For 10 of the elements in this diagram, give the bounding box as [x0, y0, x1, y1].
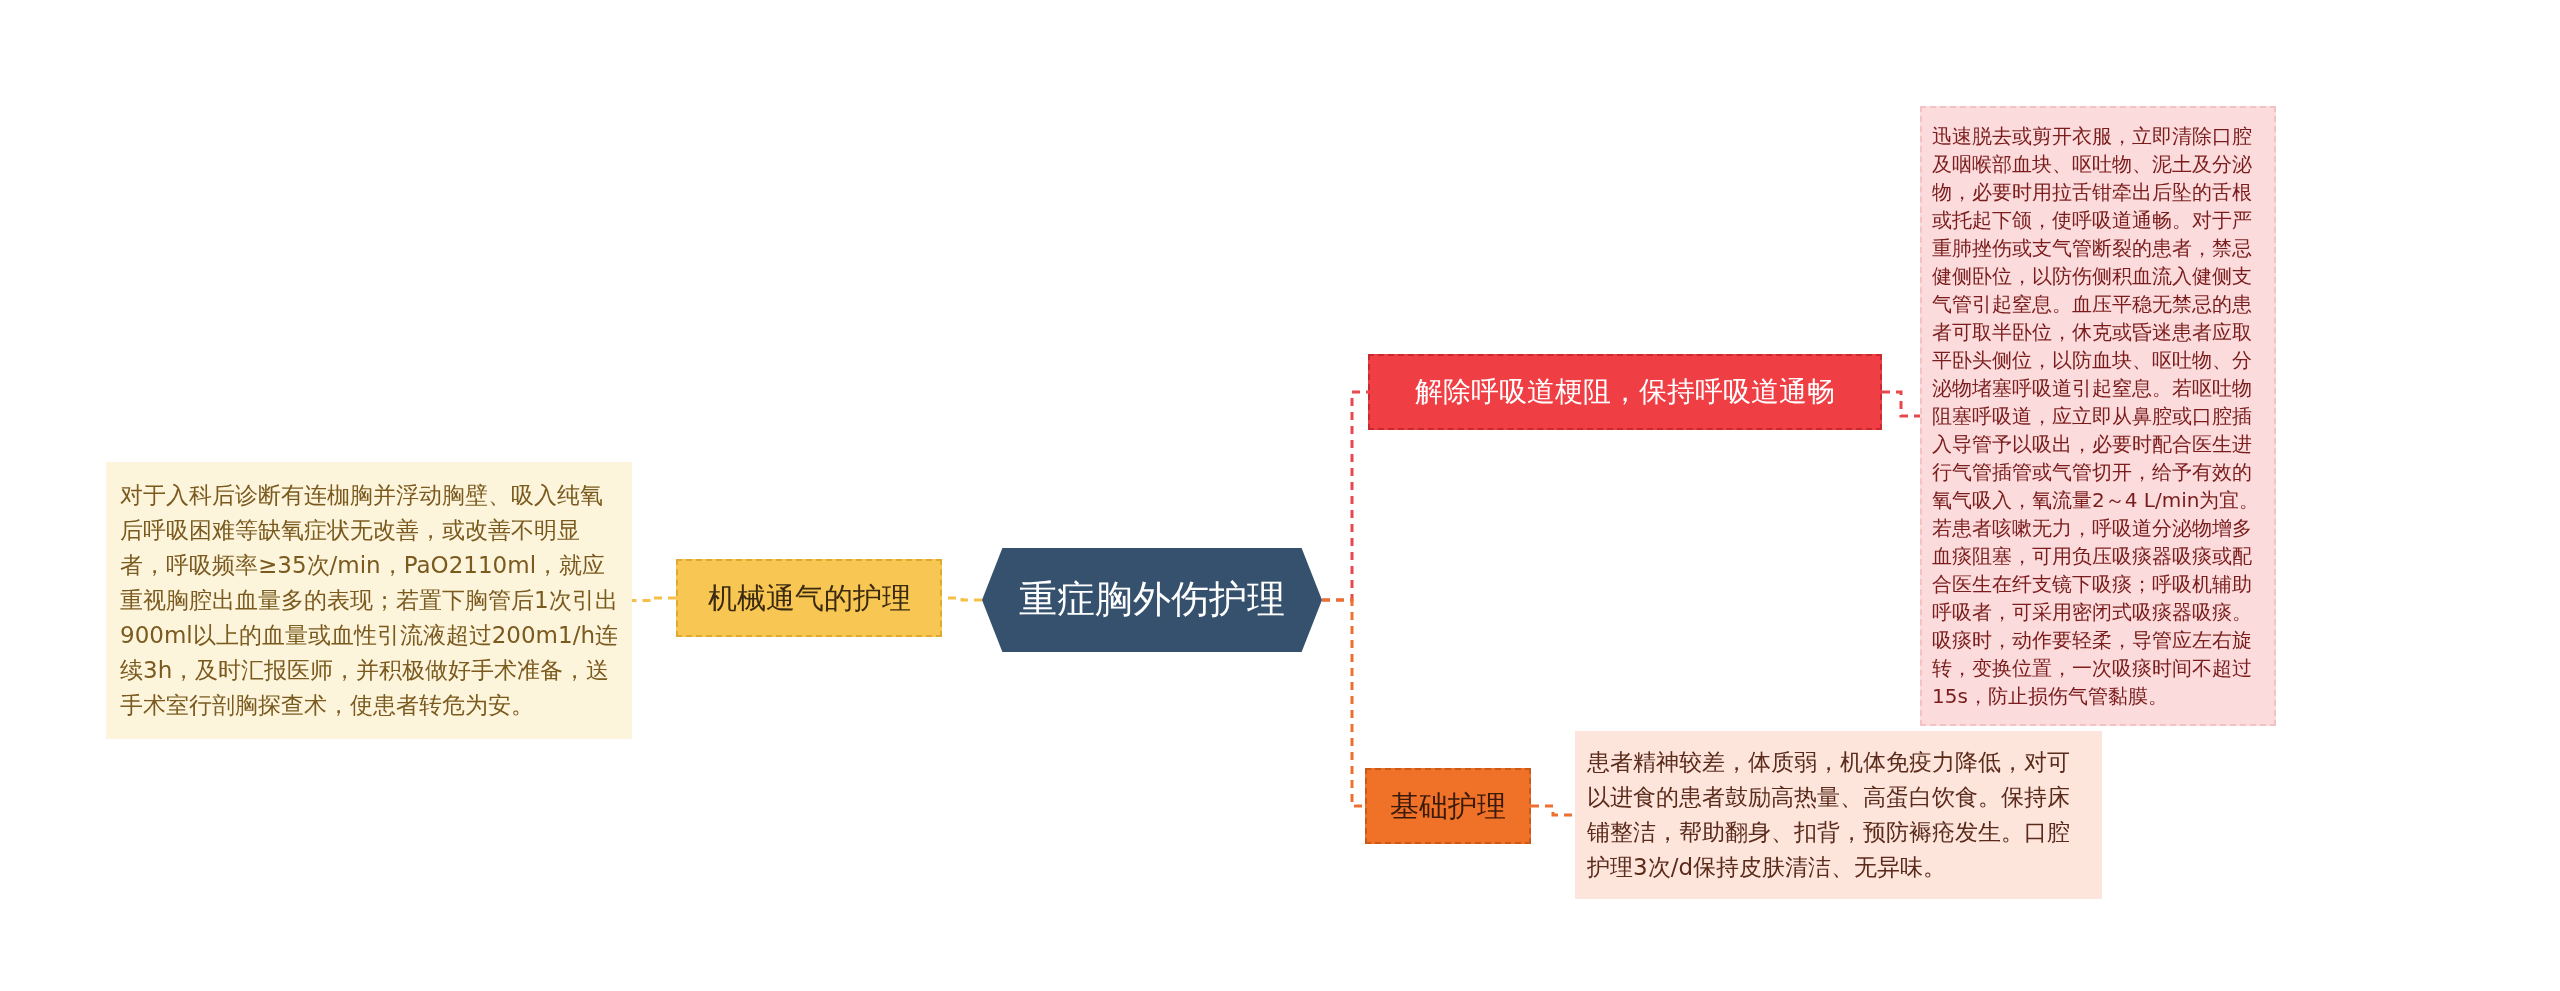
- connector-line: [1882, 390, 1920, 418]
- topic-box: 机械通气的护理: [676, 559, 942, 637]
- connector-line: [632, 596, 676, 602]
- connector-line: [1531, 804, 1575, 817]
- note-text-box: 迅速脱去或剪开衣服，立即清除口腔及咽喉部血块、呕吐物、泥土及分泌物，必要时用拉舌钳牵出后坠的舌根或托起下颌，使呼吸道通畅。对于严重肺挫伤或支气管断裂的患者，禁忌健侧卧位，以防伤侧积血流入健侧支气管引起窒息。血压平稳无禁忌的患者可取半卧位，休克或昏迷患者应取平卧头侧位，以防血块、呕吐物、分泌物堵塞呼吸道引起窒息。若呕吐物阻塞呼吸道，应立即从鼻腔或口腔插入导管予以吸出，必要时配合医生进行气管插管或气管切开，给予有效的氧气吸入，氧流量2～4 L/min为宜。若患者咳嗽无力，呼吸道分泌物增多血痰阻塞，可用负压吸痰器吸痰或配合医生在纤支镜下吸痰；呼吸机辅助呼吸者，可采用密闭式吸痰器吸痰。吸痰时，动作要轻柔，导管应左右旋转，变换位置，一次吸痰时间不超过15s，防止损伤气管黏膜。: [1920, 106, 2276, 726]
- note-text-box: 对于入科后诊断有连枷胸并浮动胸壁、吸入纯氧后呼吸困难等缺氧症状无改善，或改善不明显者，呼吸频率≥35次/min，PaO2110ml，就应重视胸腔出血量多的表现；若置下胸管后1次引出900ml以上的血量或血性引流液超过200m1/h连续3h，及时汇报医师，并积极做好手术准备，送手术室行剖胸探查术，使患者转危为安。: [106, 462, 632, 739]
- note-text-box: 患者精神较差，体质弱，机体免疫力降低，对可以进食的患者鼓励高热量、高蛋白饮食。保持床铺整洁，帮助翻身、扣背，预防褥疮发生。口腔护理3次/d保持皮肤清洁、无异味。: [1575, 731, 2102, 899]
- topic-box: 基础护理: [1365, 768, 1531, 844]
- connector-line: [1322, 598, 1365, 808]
- topic-box: 解除呼吸道梗阻，保持呼吸道通畅: [1368, 354, 1882, 430]
